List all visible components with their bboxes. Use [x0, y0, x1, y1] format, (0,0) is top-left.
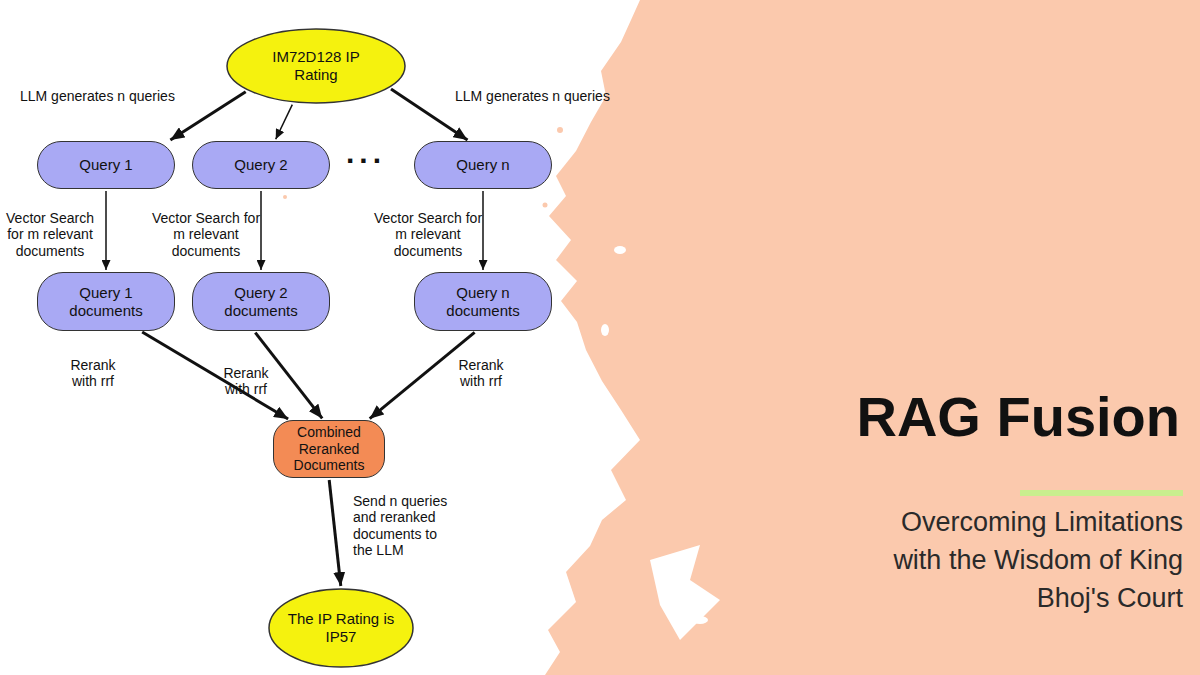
node-label: Query 1 documents: [61, 284, 151, 320]
edge-label: Vector Search for m relevant documents: [0, 210, 100, 259]
node-text-group: Query 1: [51, 156, 161, 174]
peach-splash: [545, 0, 1200, 675]
process-box: Query n documents: [414, 272, 552, 331]
ellipse-shape: [227, 29, 405, 103]
splash-gap: [575, 462, 600, 490]
splash-gap: [614, 246, 626, 254]
node-label: Query n: [428, 156, 538, 174]
edge-label: Rerank with rrf: [62, 357, 124, 390]
subtitle: Overcoming Limitations with the Wisdom o…: [853, 503, 1183, 617]
process-box: Query 2 documents: [192, 272, 330, 331]
node-label: IM72D128 IP Rating: [261, 48, 371, 84]
flow-arrow: [329, 480, 341, 586]
node-text-group: Query 2: [206, 156, 316, 174]
edge-label: Rerank with rrf: [215, 365, 277, 398]
edge-label: Rerank with rrf: [450, 357, 512, 390]
process-box: Query n: [414, 141, 552, 189]
node-text-group: IM72D128 IP Rating: [261, 48, 371, 84]
flow-arrow: [276, 105, 293, 140]
splash-speck: [283, 195, 287, 199]
process-box: Query 2: [192, 141, 330, 189]
node-text-group: Combined Reranked Documents: [283, 424, 375, 474]
node-label: Query 2: [206, 156, 316, 174]
process-box: Combined Reranked Documents: [273, 420, 385, 478]
node-text-group: Query n documents: [438, 284, 528, 320]
flow-arrow: [105, 191, 107, 270]
node-label: Combined Reranked Documents: [283, 424, 375, 474]
flow-arrow: [170, 92, 245, 140]
edge-label: LLM generates n queries: [20, 88, 220, 104]
node-text-group: The IP Rating is IP57: [281, 610, 401, 646]
node-text-group: Query 1 documents: [61, 284, 151, 320]
edge-label: Send n queries and reranked documents to…: [353, 493, 457, 559]
edge-label: LLM generates n queries: [455, 88, 655, 104]
flow-arrow: [142, 332, 288, 419]
process-box: Query 1: [37, 141, 175, 189]
accent-line: [1020, 490, 1183, 496]
flow-arrow: [370, 332, 475, 418]
splash-gap: [601, 324, 609, 336]
ellipse-shape: [269, 589, 413, 667]
splash-speck: [543, 203, 548, 208]
node-text-group: Query 2 documents: [216, 284, 306, 320]
node-label: Query n documents: [438, 284, 528, 320]
terminal-ellipse: IM72D128 IP Rating: [226, 28, 406, 104]
splash-gap: [692, 616, 708, 624]
node-label: Query 1: [51, 156, 161, 174]
terminal-ellipse: The IP Rating is IP57: [268, 588, 414, 668]
title: RAG Fusion: [856, 384, 1180, 449]
edge-label: Vector Search for m relevant documents: [367, 210, 489, 259]
flow-arrow: [482, 191, 484, 270]
edge-label: Vector Search for m relevant documents: [145, 210, 267, 259]
process-box: Query 1 documents: [37, 272, 175, 331]
node-label: Query 2 documents: [216, 284, 306, 320]
splash-gap: [650, 545, 720, 640]
node-text-group: Query n: [428, 156, 538, 174]
splash-speck: [557, 127, 563, 133]
ellipsis-label: ...: [346, 138, 386, 168]
flow-arrow: [260, 191, 262, 270]
node-label: The IP Rating is IP57: [281, 610, 401, 646]
